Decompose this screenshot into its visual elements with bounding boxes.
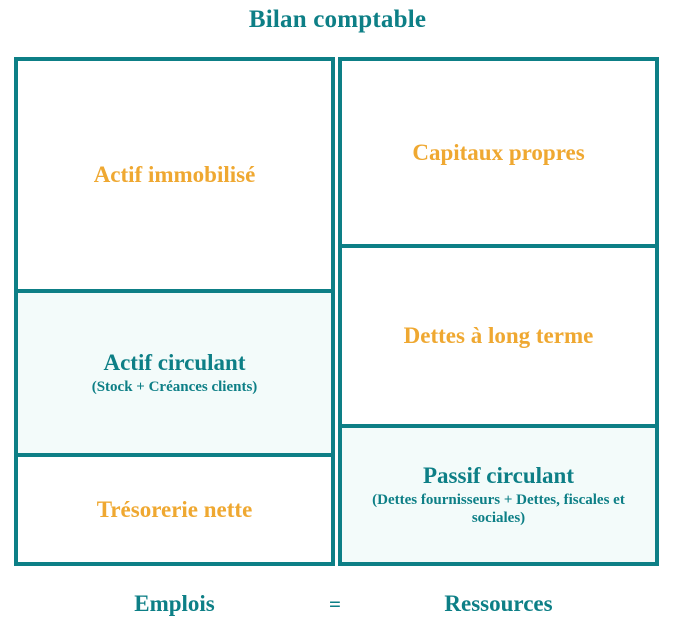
box-actif-circulant: Actif circulant (Stock + Créances client…: [14, 293, 335, 457]
box-dettes-long-terme: Dettes à long terme: [338, 248, 659, 428]
footer-equals-sign: =: [329, 591, 341, 616]
box-label: Dettes à long terme: [403, 323, 594, 349]
box-passif-circulant: Passif circulant (Dettes fournisseurs + …: [338, 428, 659, 566]
box-tresorerie-nette: Trésorerie nette: [14, 457, 335, 566]
page-title: Bilan comptable: [248, 6, 427, 33]
footer-equation: Emplois = Ressources: [0, 586, 675, 622]
box-label: Trésorerie nette: [96, 496, 253, 522]
box-subtitle: (Stock + Créances clients): [91, 378, 258, 395]
box-actif-immobilise: Actif immobilisé: [14, 57, 335, 293]
box-label: Actif immobilisé: [93, 162, 256, 188]
box-label: Actif circulant: [103, 349, 246, 375]
box-label: Passif circulant: [423, 462, 574, 488]
footer-label-emplois: Emplois: [134, 591, 215, 616]
assets-column: Actif immobilisé Actif circulant (Stock …: [14, 57, 335, 566]
liabilities-column: Capitaux propres Dettes à long terme Pas…: [338, 57, 659, 566]
box-subtitle: (Dettes fournisseurs + Dettes, fiscales …: [372, 491, 625, 526]
box-capitaux-propres: Capitaux propres: [338, 57, 659, 248]
box-label: Capitaux propres: [412, 139, 585, 165]
footer-label-ressources: Ressources: [444, 591, 553, 616]
